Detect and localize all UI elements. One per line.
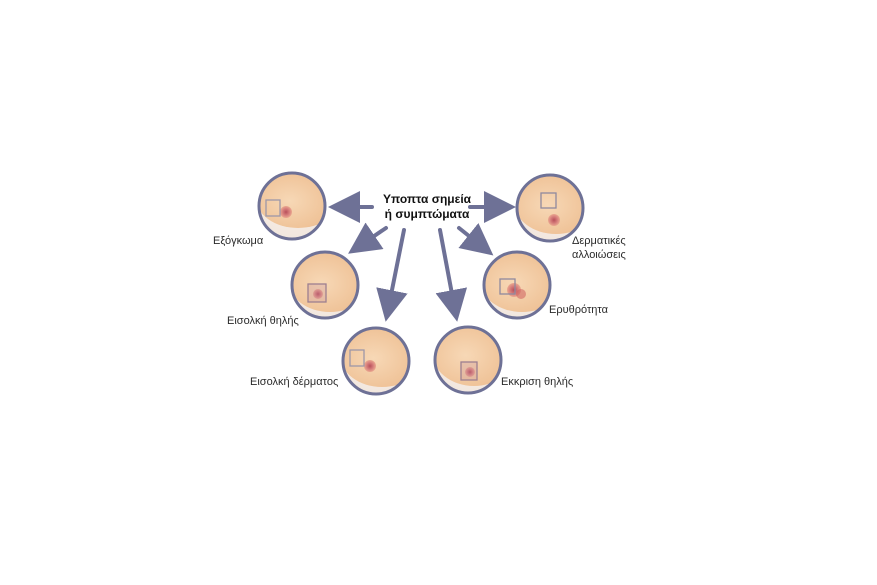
label-dermatikes-alloioseis: Δερματικές αλλοιώσεις [572, 235, 626, 261]
highlight-box [307, 283, 327, 303]
breast-illustration-icon [259, 173, 325, 239]
label-exogkoma: Εξόγκωμα [213, 235, 264, 247]
node-exogkoma [257, 171, 327, 241]
label-erythrotita: Ερυθρότητα [549, 304, 608, 316]
center-label-line2: ή συμπτώματα [384, 207, 470, 221]
node-eisolki-dermatos [341, 326, 411, 396]
node-eisolki-thilis [290, 250, 360, 320]
highlight-box [265, 199, 281, 217]
label-eisolki-dermatos: Εισολκή δέρματος [250, 376, 339, 388]
highlight-box [499, 278, 516, 295]
label-eisolki-thilis: Εισολκή θηλής [227, 315, 299, 327]
arrow-to-eisolki-thilis [348, 222, 388, 254]
label-ekkrisi-thilis: Εκκριση θηλής [501, 376, 574, 388]
highlight-box [540, 192, 557, 209]
arrow-to-erythrotita [457, 223, 494, 256]
center-label: Υποπτα σημεία ή συμπτώματα [368, 192, 486, 222]
highlight-box [349, 349, 365, 367]
arrow-to-eisolki-dermatos [376, 228, 408, 322]
arrows [328, 191, 516, 322]
arrow-to-ekkrisi [435, 228, 468, 322]
center-label-line1: Υποπτα σημεία [382, 192, 472, 206]
node-erythrotita [482, 250, 552, 320]
breast-illustration-icon [343, 328, 409, 394]
highlight-box [460, 361, 478, 381]
